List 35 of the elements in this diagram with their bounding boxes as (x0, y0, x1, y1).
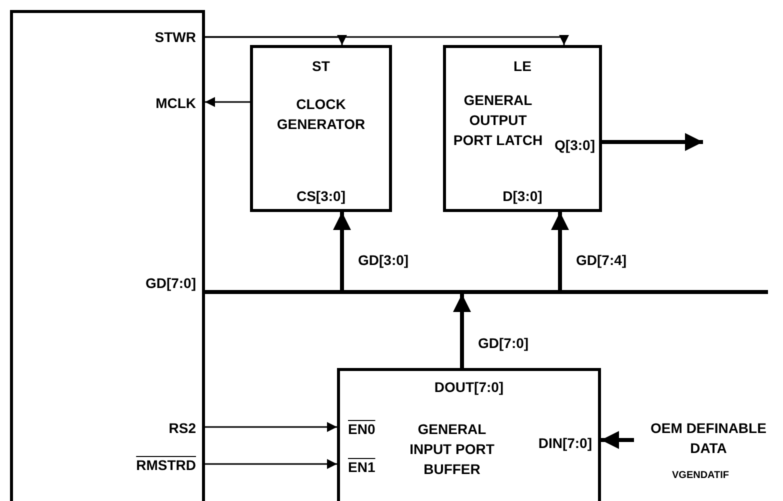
bus-arrow (602, 133, 703, 151)
signal-label: EN1 (348, 458, 376, 477)
signal-label: EN0 (348, 420, 376, 439)
bus-arrow (453, 294, 471, 368)
signal-arrow (205, 35, 569, 45)
bus-arrow (601, 431, 634, 449)
signal-label: D[3:0] (502, 187, 544, 206)
edge-label: GD[7:4] (576, 251, 627, 270)
block-name-label: LE (512, 57, 532, 76)
signal-arrow (205, 97, 250, 107)
figure-code: VGENDATIF (672, 469, 730, 483)
block-title: GENERAL OUTPUT PORT LATCH (452, 91, 544, 150)
edge-label: GD[7:0] (478, 334, 529, 353)
block-title: GENERAL INPUT PORT BUFFER (408, 420, 496, 479)
signal-arrow (205, 459, 337, 469)
bus-arrow (551, 212, 569, 290)
input-buffer-block (337, 368, 601, 501)
block-name-label: ST (311, 57, 331, 76)
signal-label: RMSTRD (136, 456, 196, 475)
signal-label: MCLK (156, 94, 196, 113)
edge-label: GD[3:0] (358, 251, 409, 270)
signal-label: RS2 (168, 419, 196, 438)
bus-arrow (333, 212, 351, 290)
signal-label: STWR (154, 28, 196, 47)
chip-block (10, 10, 205, 501)
signal-arrow (205, 422, 337, 432)
signal-label: CS[3:0] (295, 187, 346, 206)
clock-generator-block (250, 45, 392, 212)
signal-label: DIN[7:0] (538, 434, 592, 453)
signal-label: DOUT[7:0] (433, 378, 505, 397)
signal-label: Q[3:0] (554, 136, 595, 155)
output-latch-block (443, 45, 602, 212)
block-title: CLOCK GENERATOR (276, 95, 366, 134)
signal-label: GD[7:0] (145, 274, 196, 293)
input-label: OEM DEFINABLE DATA (650, 419, 768, 458)
